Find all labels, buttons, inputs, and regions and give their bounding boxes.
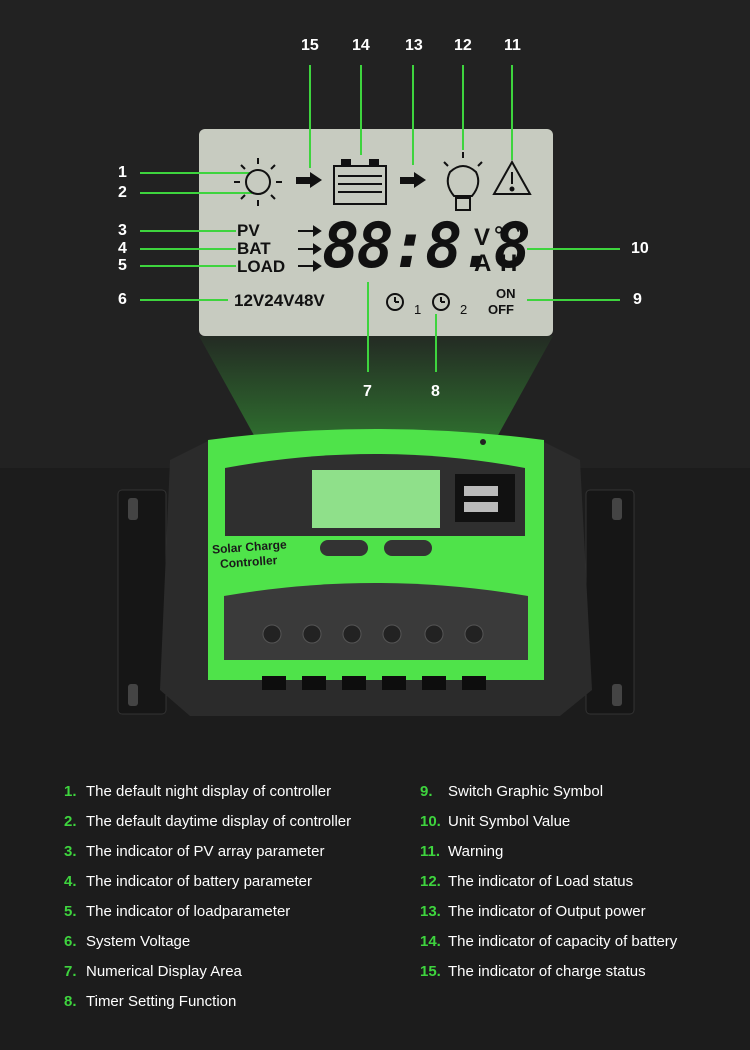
timer-1-icon [386,293,404,311]
callout-3: 3 [118,222,127,239]
legend-item: 4.The indicator of battery parameter [64,873,312,890]
unit-a: A [474,250,492,277]
bat-label: BAT [237,239,271,258]
device-lcd [312,470,440,528]
callout-7: 7 [363,383,372,400]
warning-icon [492,159,532,195]
callout-13: 13 [405,37,423,54]
callout-lines [140,65,620,372]
legend-item: 13.The indicator of Output power [420,903,646,920]
callout-8: 8 [431,383,440,400]
callout-11: 11 [504,37,521,54]
callout-12: 12 [454,37,472,54]
sun-icon [234,158,282,206]
callout-9: 9 [633,291,642,308]
legend-item: 5.The indicator of loadparameter [64,903,291,920]
charge-arrow-icon [296,172,322,188]
legend-item: 15.The indicator of charge status [420,963,646,980]
system-voltage: 12V24V48V [234,291,325,310]
legend-item: 1.The default night display of controlle… [64,783,332,800]
battery-icon [333,159,387,205]
load-label: LOAD [237,257,286,276]
legend-item: 10.Unit Symbol Value [420,813,571,830]
callout-1: 1 [118,164,127,181]
legend-item: 2.The default daytime display of control… [64,813,352,830]
callout-2: 2 [118,184,127,201]
switch-on-label: ON [496,286,516,301]
timer-2-label: 2 [460,302,468,317]
terminal-block [224,583,528,660]
bulb-icon [443,152,483,211]
unit-h: H [500,250,518,277]
legend-item: 12.The indicator of Load status [420,873,634,890]
callout-10: 10 [631,240,649,257]
numeric-display: 88:8.8 [322,209,531,282]
terminal-screws [262,624,484,644]
legend-item: 11.Warning [420,843,504,860]
output-arrow-icon [400,172,426,188]
timer-2-icon [432,293,450,311]
legend-item: 7.Numerical Display Area [64,963,242,980]
legend-item: 8.Timer Setting Function [64,993,237,1010]
callout-6: 6 [118,291,127,308]
legend-left: 1.The default night display of controlle… [64,783,351,1023]
usb-port-1 [464,486,498,496]
usb-port-2 [464,502,498,512]
unit-celsius: ℃ [494,222,521,250]
enter-button [384,540,432,556]
pv-label: PV [237,221,260,240]
legend-item: 9.Switch Graphic Symbol [420,783,604,800]
switch-off-label: OFF [488,302,514,317]
timer-1-label: 1 [414,302,422,317]
legend-right: 9.Switch Graphic Symbol 10.Unit Symbol V… [420,783,677,993]
legend-item: 14.The indicator of capacity of battery [420,933,678,950]
usb-port-housing [455,474,515,522]
moon-icon [252,172,262,192]
legend-item: 6.System Voltage [64,933,191,950]
callout-14: 14 [352,37,370,54]
menu-button [320,540,368,556]
vent-slots [262,676,486,690]
callout-4: 4 [118,240,127,257]
callout-15: 15 [301,37,319,54]
unit-v: V [474,224,491,251]
callout-5: 5 [118,257,127,274]
legend-item: 3.The indicator of PV array parameter [64,843,325,860]
param-arrows [298,225,322,272]
